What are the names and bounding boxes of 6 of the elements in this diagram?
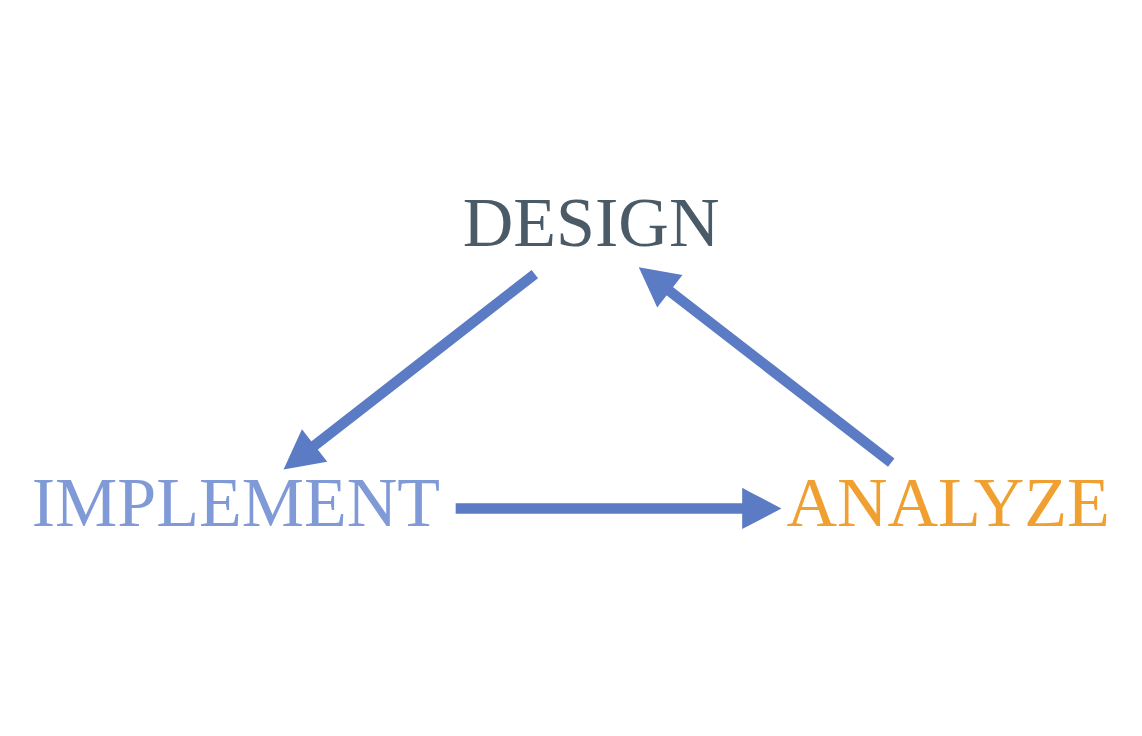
- arrow: [455, 487, 782, 529]
- node-text: DESIGN: [462, 183, 720, 261]
- arrow: [638, 266, 895, 467]
- node-text: IMPLEMENT: [31, 463, 441, 541]
- arrow: [283, 269, 539, 470]
- node-text: ANALYZE: [786, 463, 1110, 541]
